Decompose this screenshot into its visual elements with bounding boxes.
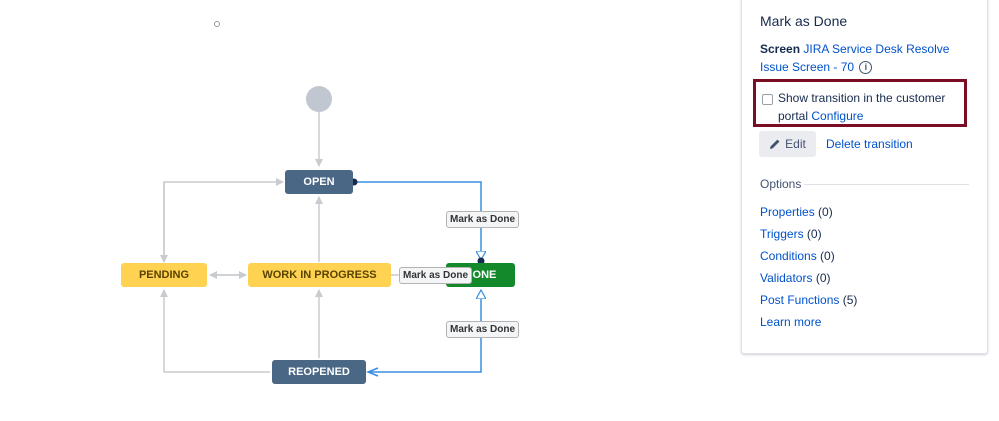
checkbox-label-text: Show transition in the customer portal <box>778 91 946 123</box>
pencil-icon <box>770 139 780 149</box>
screen-info: Screen JIRA Service Desk Resolve Issue S… <box>760 40 970 76</box>
panel-title: Mark as Done <box>760 13 848 29</box>
status-pending[interactable]: PENDING <box>121 263 207 287</box>
edge-reopened-pending <box>160 289 270 373</box>
option-count: (0) <box>806 227 822 241</box>
edit-label: Edit <box>785 137 806 151</box>
option-link[interactable]: Validators <box>760 271 813 285</box>
delete-transition-link[interactable]: Delete transition <box>826 137 913 151</box>
configure-link[interactable]: Configure <box>811 109 864 123</box>
info-icon[interactable]: i <box>859 61 873 75</box>
edge-arrowhead <box>365 367 379 377</box>
option-properties[interactable]: Properties (0) <box>760 205 833 219</box>
start-node <box>306 86 332 112</box>
edit-button[interactable]: Edit <box>759 131 816 157</box>
workflow-diagram <box>160 86 740 377</box>
learn-more-text[interactable]: Learn more <box>760 315 822 329</box>
option-link[interactable]: Properties <box>760 205 815 219</box>
edge-open-done[interactable] <box>354 181 481 260</box>
transition-details-panel: Mark as Done Screen JIRA Service Desk Re… <box>741 0 988 354</box>
customer-portal-checkbox[interactable] <box>762 94 773 105</box>
option-triggers[interactable]: Triggers (0) <box>760 227 822 241</box>
option-post-functions[interactable]: Post Functions (5) <box>760 293 857 307</box>
options-divider <box>804 184 969 185</box>
checkbox-label: Show transition in the customer portal C… <box>778 89 964 125</box>
screen-label: Screen <box>760 42 801 56</box>
transition-label-reopened-done[interactable]: Mark as Done <box>446 321 520 338</box>
option-conditions[interactable]: Conditions (0) <box>760 249 835 263</box>
option-link[interactable]: Conditions <box>760 249 817 263</box>
option-count: (5) <box>842 293 858 307</box>
edge-reopened-done[interactable] <box>368 290 481 373</box>
status-reopened[interactable]: REOPENED <box>272 360 366 384</box>
options-heading: Options <box>760 177 802 191</box>
learn-more-link[interactable]: Learn more <box>760 315 821 329</box>
option-count: (0) <box>815 271 831 285</box>
screen-link[interactable]: JIRA Service Desk Resolve Issue Screen -… <box>760 42 950 74</box>
option-link[interactable]: Post Functions <box>760 293 840 307</box>
highlight-box <box>753 79 967 127</box>
option-count: (0) <box>818 205 833 219</box>
option-count: (0) <box>820 249 835 263</box>
status-open[interactable]: OPEN <box>285 170 353 194</box>
canvas-dot <box>214 21 220 27</box>
status-work-in-progress[interactable]: WORK IN PROGRESS <box>248 263 391 287</box>
edge-handle-done[interactable] <box>477 257 485 265</box>
transition-label-open-done[interactable]: Mark as Done <box>446 211 520 228</box>
option-link[interactable]: Triggers <box>760 227 804 241</box>
transition-label-wip-done[interactable]: Mark as Done <box>399 267 473 284</box>
option-validators[interactable]: Validators (0) <box>760 271 831 285</box>
edge-pending-open <box>163 178 284 262</box>
